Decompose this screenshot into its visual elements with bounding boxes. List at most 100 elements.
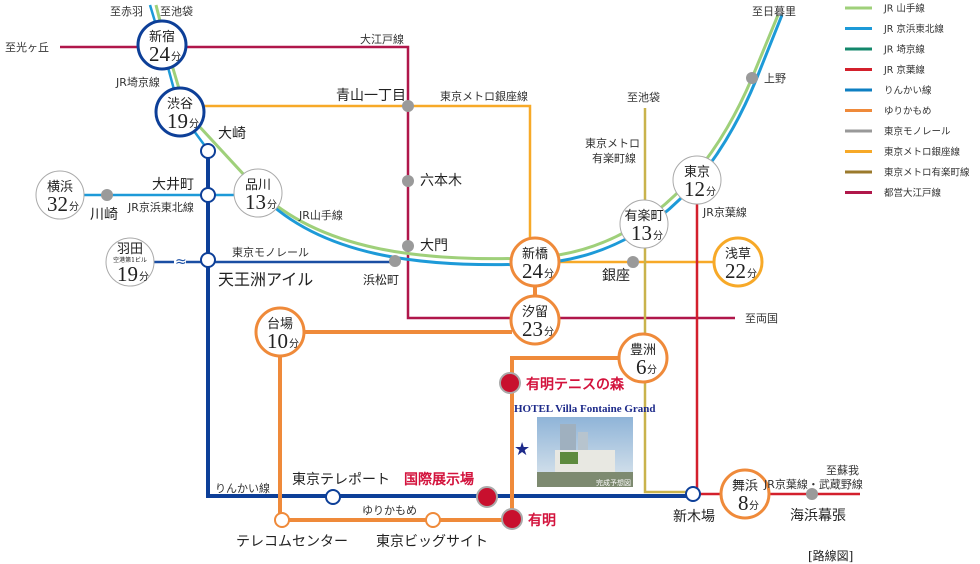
rendering-caption: 完成予想図 xyxy=(596,478,631,487)
station-time-unit: 分 xyxy=(653,230,663,242)
station-ueno[interactable] xyxy=(746,72,758,84)
label-osaki: 大崎 xyxy=(218,126,246,142)
legend-item: りんかい線 xyxy=(845,85,932,97)
station-time: 10 xyxy=(267,329,288,353)
station-circle xyxy=(154,86,206,138)
station-circle xyxy=(105,237,155,287)
station-name: 浅草 xyxy=(725,247,751,262)
station-name: 羽田 xyxy=(117,242,143,257)
legend-item: 東京メトロ銀座線 xyxy=(845,146,961,158)
minor-stations xyxy=(101,72,818,530)
hotel-image: 完成予想図 xyxy=(537,417,633,487)
label-teleport: 東京テレポート xyxy=(292,472,390,488)
station-daimon[interactable] xyxy=(402,240,414,252)
label-kawasaki: 川崎 xyxy=(90,207,118,223)
station-hamamatsucho[interactable] xyxy=(389,255,401,267)
label-to-akabane: 至赤羽 xyxy=(110,5,143,18)
label-tennis: 有明テニスの森 xyxy=(526,376,625,393)
station-ariake[interactable] xyxy=(501,508,523,530)
station-time-unit: 分 xyxy=(749,500,759,512)
yamanote-line xyxy=(154,4,780,261)
legend-item: 東京メトロ有楽町線 xyxy=(845,167,970,179)
label-to-ryogoku: 至両国 xyxy=(745,312,778,325)
label-tennozu: 天王洲アイル xyxy=(218,270,313,289)
legend-label: 東京メトロ有楽町線 xyxy=(884,167,970,179)
station-name: 横浜 xyxy=(47,180,73,195)
station-bigsight[interactable] xyxy=(425,512,441,528)
legend-label: 東京モノレール xyxy=(884,126,951,138)
station-time: 24 xyxy=(522,259,544,283)
station-circle xyxy=(136,19,188,71)
label-keiyo: JR京葉線 xyxy=(702,205,747,219)
legend-label: ゆりかもめ xyxy=(884,106,932,117)
label-yamanote: JR山手線 xyxy=(298,208,343,222)
station-oimachi[interactable] xyxy=(200,187,216,203)
legend-label: JR 埼京線 xyxy=(883,44,925,56)
station-time: 22 xyxy=(725,259,746,283)
station-ginza[interactable] xyxy=(627,256,639,268)
legend-item: JR 埼京線 xyxy=(845,44,925,56)
station-time-unit: 分 xyxy=(706,186,716,198)
station-time: 13 xyxy=(631,221,652,245)
station-circle xyxy=(509,236,561,288)
station-teleport[interactable] xyxy=(325,489,341,505)
station-time-unit: 分 xyxy=(289,338,299,350)
label-hamamatsucho: 浜松町 xyxy=(363,273,399,287)
station-circle xyxy=(672,155,722,205)
station-time-unit: 分 xyxy=(69,201,79,213)
legend-item: JR 京浜東北線 xyxy=(845,23,944,35)
station-circle xyxy=(35,170,85,220)
station-name: 新宿 xyxy=(149,29,175,45)
station-tennis[interactable] xyxy=(499,372,521,394)
station-kawasaki[interactable] xyxy=(101,189,113,201)
station-makuhari[interactable] xyxy=(806,488,818,500)
legend-label: JR 京浜東北線 xyxy=(883,23,944,35)
label-bigsight: 東京ビッグサイト xyxy=(376,534,488,550)
label-yurakucho-line2: 有楽町線 xyxy=(592,151,636,165)
label-ueno: 上野 xyxy=(764,72,786,85)
map-caption: [路線図] xyxy=(808,548,853,563)
station-circle xyxy=(619,199,669,249)
keihin-tohoku-line xyxy=(260,14,784,267)
station-time: 12 xyxy=(684,177,705,201)
label-oedo: 大江戸線 xyxy=(360,32,404,46)
label-hotel: HOTEL Villa Fontaine Grand xyxy=(514,403,656,415)
station-name: 品川 xyxy=(245,178,271,193)
legend-label: りんかい線 xyxy=(884,85,932,97)
station-circle xyxy=(719,468,771,520)
label-shinkiba: 新木場 xyxy=(673,509,715,525)
label-to-nippori: 至日暮里 xyxy=(752,4,796,18)
station-aoyama[interactable] xyxy=(402,100,414,112)
labels: 至赤羽 至池袋 至光ヶ丘 JR埼京線 大江戸線 青山一丁目 東京メトロ銀座線 至… xyxy=(5,4,863,563)
station-osaki[interactable] xyxy=(200,143,216,159)
station-circle xyxy=(509,294,561,346)
station-time: 32 xyxy=(47,192,68,216)
station-time: 23 xyxy=(522,317,543,341)
station-kokusai[interactable] xyxy=(476,486,498,508)
label-ginza-line: 東京メトロ銀座線 xyxy=(440,89,528,103)
station-telecom[interactable] xyxy=(274,512,290,528)
label-aoyama: 青山一丁目 xyxy=(336,88,406,104)
label-yurakucho-line1: 東京メトロ xyxy=(585,136,640,150)
station-circle xyxy=(712,236,764,288)
station-time-unit: 分 xyxy=(544,268,554,280)
station-tennozu[interactable] xyxy=(200,252,216,268)
station-roppongi[interactable] xyxy=(402,175,414,187)
station-shinkiba[interactable] xyxy=(685,486,701,502)
station-time: 24 xyxy=(149,42,171,66)
station-name: 東京 xyxy=(684,164,710,180)
